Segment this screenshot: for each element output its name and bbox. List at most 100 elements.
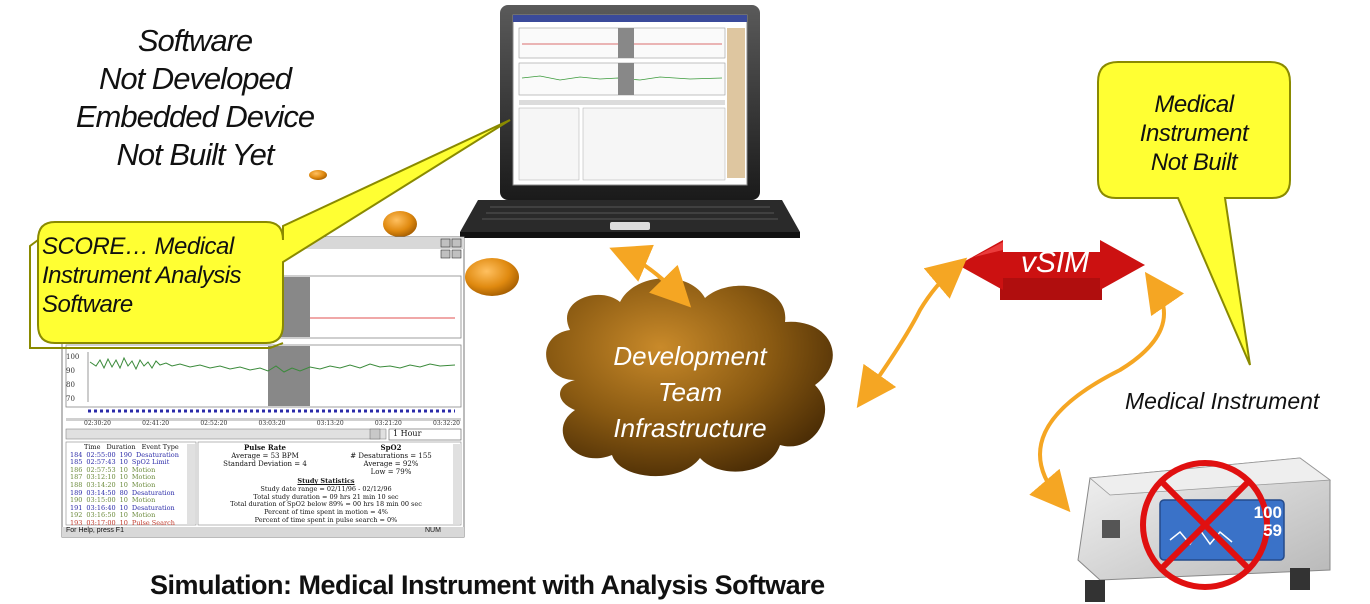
medical-instrument-label: Medical Instrument xyxy=(1125,388,1320,414)
zoom-select[interactable]: 1 Hour xyxy=(393,429,421,438)
axis-label: 90 xyxy=(66,367,75,375)
score-callout-shape xyxy=(37,119,511,344)
event-type: Pulse Search xyxy=(131,518,175,527)
event-time: 03:16:40 xyxy=(86,503,116,512)
event-id: 193 xyxy=(70,518,83,527)
event-duration: 10 xyxy=(119,503,128,512)
cloud-line: Development xyxy=(613,341,767,371)
time-label: 03:03:20 xyxy=(258,420,286,427)
time-label: 02:41:20 xyxy=(142,420,170,427)
arrow-vsim-instrument xyxy=(1029,271,1185,513)
connector-arrows xyxy=(609,244,1185,513)
spo2-line: Average = 92% xyxy=(363,460,419,468)
pulse-rate-panel: Pulse Rate Average = 53 BPM Standard Dev… xyxy=(205,443,325,469)
instrument-display: 100 59 xyxy=(1246,504,1282,540)
thought-line: Not Built Yet xyxy=(116,137,274,172)
time-label: 03:13:20 xyxy=(316,420,344,427)
event-time: 02:57:43 xyxy=(86,458,116,467)
study-line: Study date range = 02/11/96 - 02/12/96 xyxy=(260,484,392,493)
event-duration: 80 xyxy=(119,488,128,497)
event-time: 03:15:00 xyxy=(86,496,116,505)
time-label: 02:52:20 xyxy=(200,420,228,427)
event-type: Desaturation xyxy=(131,488,175,497)
event-type: Motion xyxy=(131,496,156,505)
event-duration: 10 xyxy=(119,465,128,474)
thought-bubble-small xyxy=(309,170,327,180)
event-id: 191 xyxy=(70,503,83,512)
status-bar-left: For Help, press F1 xyxy=(66,527,124,534)
axis-label: 80 xyxy=(66,381,75,389)
cloud-line: Team xyxy=(657,377,723,407)
study-line: Percent of time spent in motion = 4% xyxy=(264,508,388,517)
arrow-laptop-cloud xyxy=(609,244,692,308)
zoom-value: 1 Hour xyxy=(393,429,422,438)
study-line: Total duration of SpO2 below 89% = 00 hr… xyxy=(230,500,422,509)
instrument-display-top: 100 xyxy=(1253,503,1282,522)
instrument-callout-shape xyxy=(1097,61,1291,366)
score-callout-line: SCORE… Medical xyxy=(42,233,234,260)
thought-line: Software xyxy=(137,23,253,58)
score-callout-text: SCORE… Medical Instrument Analysis Softw… xyxy=(42,232,282,319)
spo2-panel: SpO2 # Desaturations = 155 Average = 92%… xyxy=(335,443,447,477)
event-id: 188 xyxy=(70,480,83,489)
event-id: 190 xyxy=(70,496,83,505)
event-type: Motion xyxy=(131,511,156,520)
event-type: Motion xyxy=(131,480,156,489)
event-list-header: Time Duration Event Type xyxy=(70,443,190,452)
diagram-caption: Simulation: Medical Instrument with Anal… xyxy=(150,570,825,600)
spo2-line: Low = 79% xyxy=(370,468,412,476)
time-axis: 02:30:20 02:41:20 02:52:20 03:03:20 03:1… xyxy=(84,420,460,427)
event-id: 184 xyxy=(70,450,83,459)
event-col-time: Time xyxy=(84,443,101,451)
time-label: 02:30:20 xyxy=(84,420,111,427)
cloud-text: Development Team Infrastructure xyxy=(585,338,795,446)
thought-line: Embedded Device xyxy=(75,99,315,134)
score-callout-line: Software xyxy=(42,291,133,318)
spo2-axis-labels: 100 90 80 70 xyxy=(66,350,88,406)
pulse-rate-title: Pulse Rate xyxy=(243,443,287,452)
event-duration: 10 xyxy=(119,511,128,520)
event-duration: 190 xyxy=(119,450,133,459)
spo2-title: SpO2 xyxy=(380,443,402,452)
event-type: Desaturation xyxy=(136,450,179,459)
event-id: 186 xyxy=(70,465,83,474)
instrument-callout-line: Not Built xyxy=(1150,149,1238,176)
event-id: 185 xyxy=(70,458,83,467)
event-id: 187 xyxy=(70,473,83,482)
event-duration: 10 xyxy=(119,458,128,467)
window-controls xyxy=(440,238,462,259)
event-duration: 10 xyxy=(119,473,128,482)
thought-bubble-large xyxy=(465,258,519,296)
event-col-duration: Duration xyxy=(106,443,136,451)
vsim-label: vSIM xyxy=(1020,246,1090,279)
event-id: 189 xyxy=(70,488,83,497)
laptop xyxy=(460,5,800,238)
instrument-callout-text: Medical Instrument Not Built xyxy=(1100,90,1288,177)
medical-instrument xyxy=(1077,457,1332,602)
event-duration: 10 xyxy=(119,518,128,527)
pulse-rate-line: Standard Deviation = 4 xyxy=(223,460,307,468)
event-time: 03:14:20 xyxy=(86,480,116,489)
arrow-cloud-vsim xyxy=(856,257,968,409)
event-col-type: Event Type xyxy=(141,443,179,451)
event-time: 03:16:50 xyxy=(86,511,116,520)
time-label: 03:21:20 xyxy=(374,420,402,427)
spo2-line: # Desaturations = 155 xyxy=(350,452,432,460)
development-cloud-shape xyxy=(546,278,833,477)
event-time: 02:55:00 xyxy=(86,450,116,459)
score-callout-line: Instrument Analysis xyxy=(42,262,242,289)
study-line: Total study duration = 09 hrs 21 min 10 … xyxy=(253,492,399,501)
event-type: Motion xyxy=(131,465,156,474)
